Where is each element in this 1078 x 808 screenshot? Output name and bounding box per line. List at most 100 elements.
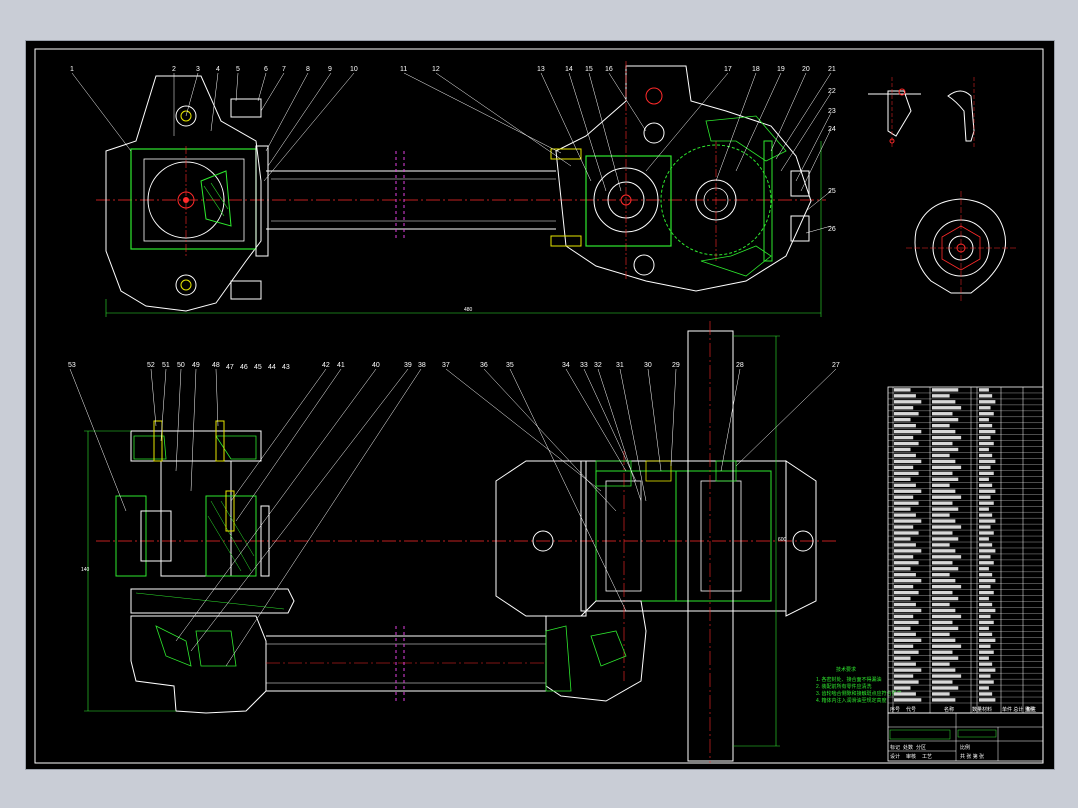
bom-cell-glyphs xyxy=(932,632,950,637)
bom-cell-glyphs xyxy=(932,507,959,511)
bom-cell-glyphs xyxy=(894,692,916,696)
bom-cell-glyphs xyxy=(894,394,916,398)
bom-cell-glyphs xyxy=(932,638,956,642)
balloon-46: 46 xyxy=(240,364,248,371)
bom-cell-glyphs xyxy=(894,543,916,547)
bom-cell-glyphs xyxy=(894,412,919,416)
bom-cell-glyphs xyxy=(979,388,989,392)
bom-cell-glyphs xyxy=(979,471,994,476)
balloon-45: 45 xyxy=(254,364,262,371)
bom-cell-glyphs xyxy=(932,453,950,458)
bom-cell-glyphs xyxy=(932,584,962,589)
note-1: 1. 各密封处、接合面不得漏油 xyxy=(816,676,882,683)
front-view-section: 140 600 xyxy=(81,321,836,763)
bom-cell-glyphs xyxy=(979,418,989,422)
bom-cell-glyphs xyxy=(932,471,953,476)
bom-cell-glyphs xyxy=(979,573,993,577)
bom-cell-glyphs xyxy=(979,596,989,601)
bom-cell-glyphs xyxy=(894,435,914,440)
balloon-51: 51 xyxy=(162,362,170,369)
bom-cell-glyphs xyxy=(979,632,993,637)
bom-cell-glyphs xyxy=(894,525,914,529)
balloon-31: 31 xyxy=(616,362,624,369)
bom-cell-glyphs xyxy=(894,549,922,553)
bom-cell-glyphs xyxy=(894,632,916,637)
bom-cell-glyphs xyxy=(894,555,914,559)
bom-header-weight: 单件 总计 重量 xyxy=(1002,706,1035,713)
bom-cell-glyphs xyxy=(894,423,916,428)
balloon-20: 20 xyxy=(802,66,810,73)
bom-cell-glyphs xyxy=(979,698,996,702)
bom-cell-glyphs xyxy=(894,698,922,702)
bom-cell-glyphs xyxy=(894,501,919,505)
bom-header-code: 代号 xyxy=(906,706,916,713)
bom-cell-glyphs xyxy=(979,507,989,511)
dim-front-height: 140 xyxy=(81,567,90,573)
bom-cell-glyphs xyxy=(932,501,953,505)
bom-cell-glyphs xyxy=(932,406,962,410)
bom-cell-glyphs xyxy=(979,429,996,434)
bom-cell-glyphs xyxy=(979,525,991,529)
bom-cell-glyphs xyxy=(932,412,953,416)
bom-cell-glyphs xyxy=(932,531,953,535)
notes-title: 技术要求 xyxy=(836,666,856,673)
balloon-35: 35 xyxy=(506,362,514,369)
bom-cell-glyphs xyxy=(894,477,911,481)
top-view-balloons: 1 2 3 4 5 6 7 8 9 10 11 12 13 14 15 16 1… xyxy=(70,66,836,233)
bom-cell-glyphs xyxy=(894,650,919,654)
balloon-36: 36 xyxy=(480,362,488,369)
bom-cell-glyphs xyxy=(894,596,911,601)
bom-cell-glyphs xyxy=(979,406,991,410)
bom-cell-glyphs xyxy=(894,507,911,511)
title-block: 标记 处数 分区 设计 审核 工艺 比例 共 张 第 张 xyxy=(887,712,1044,762)
bom-cell-glyphs xyxy=(894,465,914,470)
bom-cell-glyphs xyxy=(979,447,989,452)
bom-table: 序号 代号 名称 数量 材料 单件 总计 重量 备注 xyxy=(887,386,1044,714)
bom-cell-glyphs xyxy=(894,519,922,523)
balloon-8: 8 xyxy=(306,66,310,73)
balloon-1: 1 xyxy=(70,66,74,73)
tb-count: 处数 xyxy=(903,744,913,751)
bom-cell-glyphs xyxy=(894,578,922,583)
bom-header-remark: 备注 xyxy=(1026,706,1036,713)
cad-viewport[interactable]: 480 1 2 3 4 5 6 7 8 xyxy=(25,40,1055,770)
bom-cell-glyphs xyxy=(932,626,959,631)
balloon-13: 13 xyxy=(537,66,545,73)
balloon-39: 39 xyxy=(404,362,412,369)
bom-cell-glyphs xyxy=(979,519,996,523)
balloon-50: 50 xyxy=(177,362,185,369)
bom-cell-glyphs xyxy=(979,638,996,642)
bom-cell-glyphs xyxy=(932,620,953,625)
balloon-33: 33 xyxy=(580,362,588,369)
bom-cell-glyphs xyxy=(894,567,911,571)
balloon-14: 14 xyxy=(565,66,573,73)
front-leaders xyxy=(69,368,837,667)
bom-cell-glyphs xyxy=(932,555,962,559)
balloon-7: 7 xyxy=(282,66,286,73)
bom-cell-glyphs xyxy=(894,400,922,404)
balloon-6: 6 xyxy=(264,66,268,73)
bom-cell-glyphs xyxy=(894,668,922,672)
balloon-17: 17 xyxy=(724,66,732,73)
bom-cell-glyphs xyxy=(894,537,911,541)
bom-cell-glyphs xyxy=(979,555,991,559)
balloon-11: 11 xyxy=(400,66,407,73)
balloon-47: 47 xyxy=(226,364,234,371)
dim-output-shaft: 600 xyxy=(778,537,787,543)
bom-cell-glyphs xyxy=(894,608,922,613)
bom-cell-glyphs xyxy=(932,644,962,648)
bom-cell-glyphs xyxy=(932,662,950,666)
balloon-4: 4 xyxy=(216,66,220,73)
bom-cell-glyphs xyxy=(894,573,916,577)
bom-cell-glyphs xyxy=(932,418,959,422)
bom-cell-glyphs xyxy=(932,537,959,541)
bom-cell-glyphs xyxy=(932,561,953,565)
bom-cell-glyphs xyxy=(932,441,953,446)
bom-cell-glyphs xyxy=(932,483,950,487)
bom-cell-glyphs xyxy=(979,489,996,493)
bom-cell-glyphs xyxy=(894,495,914,499)
bom-cell-glyphs xyxy=(932,650,953,654)
bom-cell-glyphs xyxy=(979,501,994,505)
tb-mark: 标记 xyxy=(890,744,900,751)
bom-cell-glyphs xyxy=(932,567,959,571)
